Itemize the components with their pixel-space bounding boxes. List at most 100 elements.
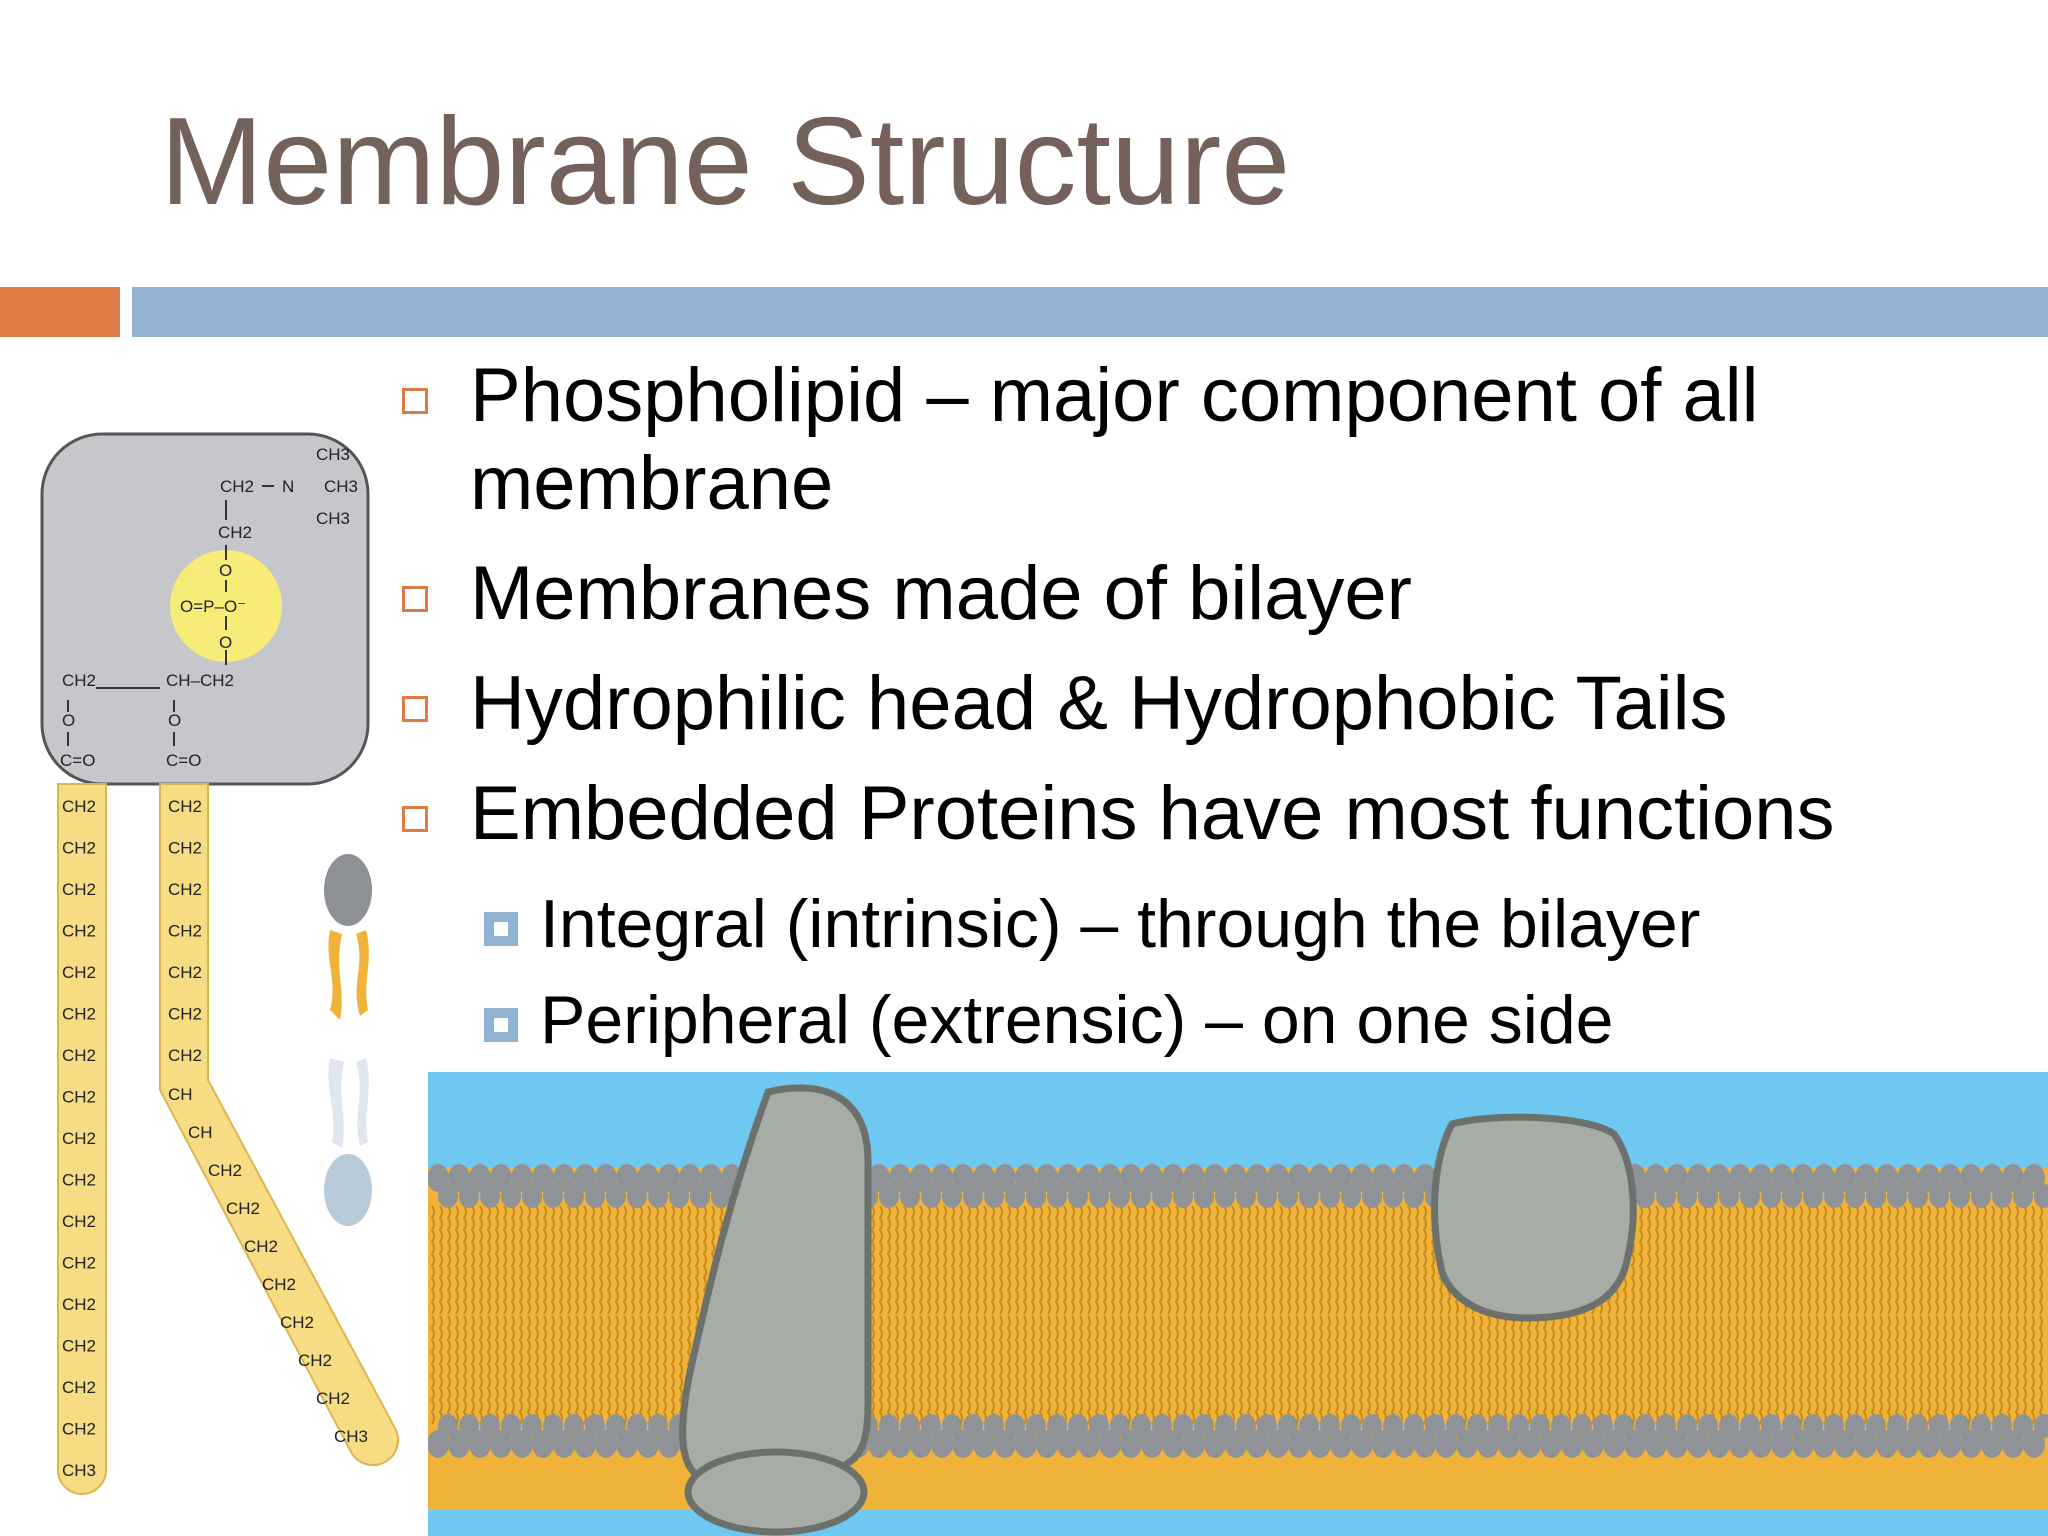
lipid-tail-wave [1222,1205,1227,1315]
lipid-tail-wave [550,1315,555,1425]
lipid-head [1257,1184,1277,1208]
lipid-head [963,1414,983,1438]
lipid-head [1719,1414,1739,1438]
label-ch2-tail: CH2 [62,1420,96,1439]
phosphate-group [170,550,282,662]
lipid-head [910,1164,932,1192]
lipid-head [648,1414,668,1438]
lipid-tail-wave [1526,1315,1531,1425]
lipid-head [889,1164,911,1192]
lipid-tail-wave [1582,1315,1587,1425]
lipid-head [1971,1184,1991,1208]
label-ch3: CH3 [316,509,350,528]
lipid-head [616,1164,638,1192]
lipid-tail-wave [662,1205,667,1315]
lipid-tail-wave [654,1315,659,1425]
lipid-head [1330,1430,1352,1458]
lipid-tail-wave [526,1315,531,1425]
lipid-tail-wave [1190,1205,1195,1315]
lipid-tail-wave [910,1315,915,1425]
lipid-head [1383,1414,1403,1438]
lipid-head [1614,1414,1634,1438]
lipid-tail-wave [1910,1205,1915,1315]
lipid-tail-wave [598,1315,603,1425]
lipid-tail-wave [1750,1315,1755,1425]
lipid-tail-wave [1326,1315,1331,1425]
lipid-head [1467,1414,1487,1438]
lipid-tail-wave [1710,1315,1715,1425]
label-ch2-tail: CH2 [298,1351,332,1370]
lipid-tail-wave [1350,1205,1355,1315]
lipid-tail-wave [1158,1315,1163,1425]
sub-bullet-text: Integral (intrinsic) – through the bilay… [540,886,1701,962]
lipid-head [1005,1414,1025,1438]
lipid-tail-wave [494,1205,499,1315]
lipid-head [1939,1430,1961,1458]
lipid-tail-wave [1134,1205,1139,1315]
label-co: C=O [166,751,201,770]
lipid-head [868,1430,890,1458]
lipid-tail-wave [1110,1205,1115,1315]
lipid-tail-wave [878,1315,883,1425]
lipid-head [1068,1414,1088,1438]
sub-bullet-item: Integral (intrinsic) – through the bilay… [400,880,2020,968]
lipid-tail-wave [1294,1205,1299,1315]
lipid-tail-wave [1910,1315,1915,1425]
lipid-tail-wave [1798,1315,1803,1425]
label-ch2-tail: CH2 [62,839,96,858]
label-n-plus: N [282,477,294,496]
lipid-head [1666,1164,1688,1192]
lipid-tail-wave [622,1205,627,1315]
label-ch2: CH2 [218,523,252,542]
lipid-head [585,1414,605,1438]
lipid-tail-wave [1190,1315,1195,1425]
lipid-tail-wave [1030,1315,1035,1425]
lipid-tail-wave [1742,1205,1747,1315]
lipid-head [1771,1430,1793,1458]
lipid-tail-wave [1318,1205,1323,1315]
lipid-head [952,1430,974,1458]
lipid-tail-wave [1230,1205,1235,1315]
bullet-text: Membranes made of bilayer [470,551,1412,636]
lipid-head [1110,1184,1130,1208]
lipid-head [1236,1414,1256,1438]
lipid-tail-wave [1878,1315,1883,1425]
lipid-tail-wave [1254,1205,1259,1315]
lipid-tail-wave [1606,1315,1611,1425]
lipid-head [1729,1430,1751,1458]
lipid-tail-wave [1206,1315,1211,1425]
label-ch-tail: CH [188,1123,213,1142]
lipid-head [1761,1414,1781,1438]
lipid-head [1729,1164,1751,1192]
lipid-tail-wave [446,1315,451,1425]
lipid-head [1740,1184,1760,1208]
peripheral-protein [1431,1113,1637,1322]
label-ch2-tail: CH2 [62,1295,96,1314]
lipid-tail-wave [1158,1205,1163,1315]
lipid-tail-wave [646,1205,651,1315]
label-ch2-tail: CH2 [62,1254,96,1273]
lipid-head [501,1184,521,1208]
lipid-tail-wave [1926,1315,1931,1425]
lipid-tail-wave [1126,1205,1131,1315]
square-bullet-icon [402,586,428,612]
lipid-head [438,1184,458,1208]
lipid-head [574,1164,596,1192]
lipid-head [2023,1430,2045,1458]
lipid-head [1876,1430,1898,1458]
lipid-tail-wave [1662,1315,1667,1425]
lipid-tail-wave [1622,1315,1627,1425]
lipid-head [1887,1184,1907,1208]
label-ch2-tail: CH2 [62,880,96,899]
lipid-head [1855,1430,1877,1458]
lipid-head [1404,1414,1424,1438]
lipid-tail-wave [1598,1315,1603,1425]
lipid-head [585,1184,605,1208]
lipid-tail-wave [454,1315,459,1425]
lipid-head [1215,1414,1235,1438]
bullet-item: Membranes made of bilayer [400,550,2020,638]
lipid-head [1540,1430,1562,1458]
lipid-head [1719,1184,1739,1208]
lipid-tail-wave [990,1315,995,1425]
tail-labels: CH2CH2CH2CH2CH2CH2CH2CH2CH2CH2CH2CH2CH2C… [62,797,368,1480]
